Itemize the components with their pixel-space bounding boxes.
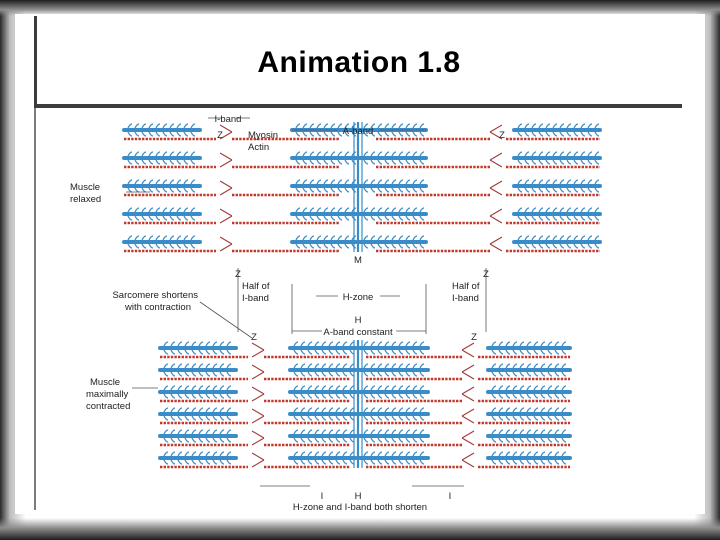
relaxed-z-disc-left bbox=[220, 125, 232, 251]
slide-frame-bottom bbox=[0, 518, 720, 540]
muscle-relaxed-label-line1: Muscle bbox=[70, 182, 100, 193]
relaxed-z-disc-right bbox=[490, 125, 502, 251]
muscle-contracted-line3: contracted bbox=[86, 401, 130, 412]
contracted-z-disc-left bbox=[252, 343, 264, 467]
i-band-label-top: I-band bbox=[215, 114, 242, 125]
content-rule-vertical bbox=[34, 108, 36, 510]
z-label-mid-right: Z bbox=[483, 269, 489, 280]
z-label-mid-left: Z bbox=[235, 269, 241, 280]
z-label-bot-right: Z bbox=[471, 332, 477, 343]
i-label-bot-right: I bbox=[449, 491, 452, 502]
a-band-label-top: A-band bbox=[343, 126, 374, 137]
half-i-band-right-line2: I-band bbox=[452, 293, 479, 304]
sarcomere-shortens-line2: with contraction bbox=[124, 302, 191, 313]
h-label-mid: H bbox=[355, 315, 362, 326]
h-label-bot: H bbox=[355, 491, 362, 502]
half-i-band-left-line1: Half of bbox=[242, 281, 270, 292]
muscle-relaxed-label-line2: relaxed bbox=[70, 194, 101, 205]
sarcomere-diagram: I-band Z Myosin Actin A-band Z Muscle re… bbox=[60, 112, 640, 512]
myosin-label: Myosin bbox=[248, 130, 278, 141]
muscle-contracted-line1: Muscle bbox=[90, 377, 120, 388]
muscle-contracted-line2: maximally bbox=[86, 389, 128, 400]
slide-title: Animation 1.8 bbox=[34, 46, 684, 80]
i-label-bot-left: I bbox=[321, 491, 324, 502]
a-band-constant-label: A-band constant bbox=[323, 327, 393, 338]
z-label-top-right: Z bbox=[499, 130, 505, 141]
actin-label: Actin bbox=[248, 142, 269, 153]
z-label-top-left: Z bbox=[217, 130, 223, 141]
m-line-label: M bbox=[354, 255, 362, 266]
sarcomere-pointer bbox=[200, 302, 252, 338]
h-zone-label: H-zone bbox=[343, 292, 374, 303]
title-rule-horizontal bbox=[34, 104, 682, 108]
z-label-bot-left: Z bbox=[251, 332, 257, 343]
contracted-z-disc-right bbox=[462, 343, 474, 467]
bottom-caption: H-zone and I-band both shorten bbox=[293, 502, 427, 512]
half-i-band-left-line2: I-band bbox=[242, 293, 269, 304]
half-i-band-right-line1: Half of bbox=[452, 281, 480, 292]
sarcomere-shortens-line1: Sarcomere shortens bbox=[112, 290, 198, 301]
